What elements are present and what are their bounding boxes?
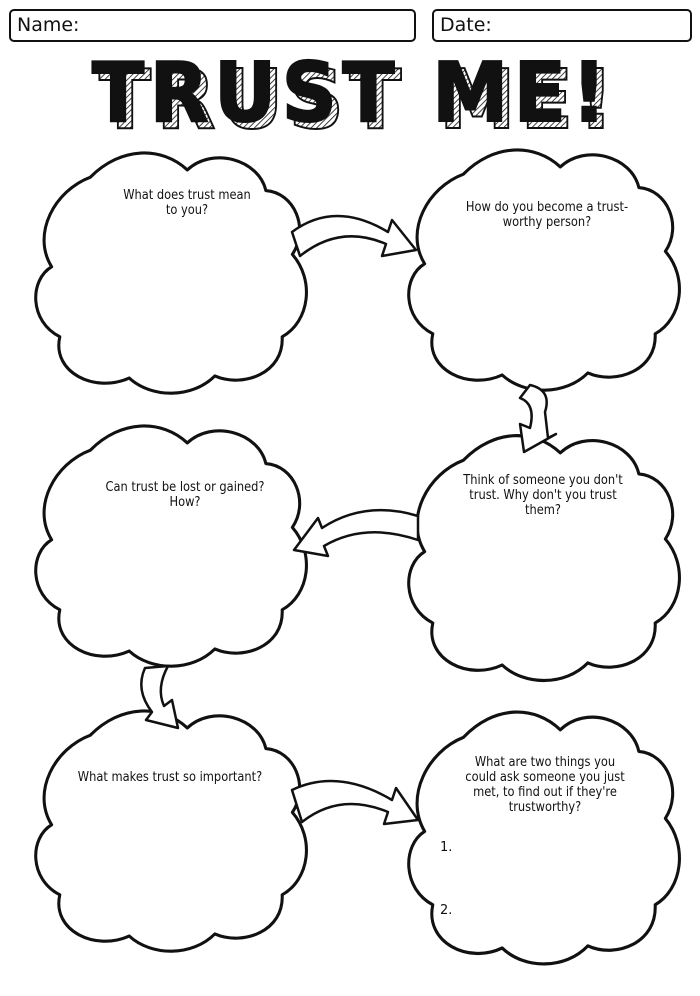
arrow-down-1 <box>518 383 558 454</box>
thought-bubble-3 <box>34 424 308 668</box>
bubble-prompt-4: Think of someone you don't trust. Why do… <box>463 473 623 518</box>
date-field[interactable]: Date: <box>432 9 692 42</box>
name-label: Name: <box>17 14 80 36</box>
arrow-right-1 <box>290 214 418 258</box>
arrow-down-2 <box>140 664 180 730</box>
arrow-right-2 <box>290 779 420 826</box>
name-field[interactable]: Name: <box>9 9 416 42</box>
bubble-prompt-2: How do you become a trust- worthy person… <box>465 200 629 230</box>
bubble-prompt-5: What makes trust so important? <box>77 770 263 785</box>
answer-number-2: 2. <box>440 903 453 918</box>
bubble-prompt-6: What are two things you could ask someon… <box>465 755 625 815</box>
bubble-prompt-3: Can trust be lost or gained? How? <box>105 480 265 510</box>
page-title: TRUST ME! TRUST ME! <box>91 48 619 143</box>
title-shadow: TRUST ME! <box>99 53 619 143</box>
bubble-prompt-1: What does trust mean to you? <box>123 188 251 218</box>
arrow-left-1 <box>292 508 420 558</box>
thought-bubble-2 <box>407 148 681 392</box>
thought-bubble-5 <box>34 709 308 953</box>
answer-number-1: 1. <box>440 840 453 855</box>
thought-bubble-6 <box>407 710 682 966</box>
title-text: TRUST ME! <box>92 48 612 141</box>
date-label: Date: <box>440 14 492 36</box>
